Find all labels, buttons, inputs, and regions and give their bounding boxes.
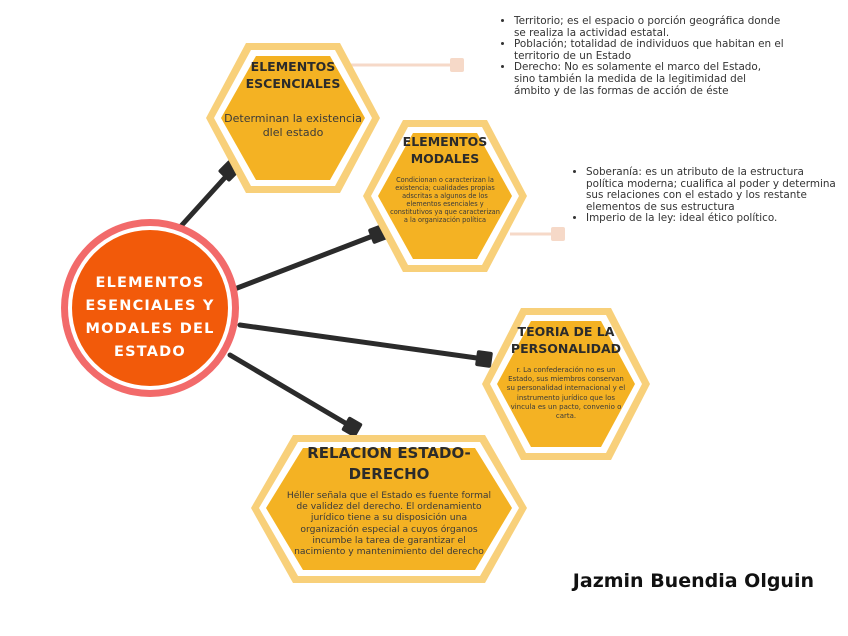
relacion-body: Héller señala que el Estado es fuente fo… <box>286 490 492 558</box>
esenciales-body: Determinan la existencia dlel estado <box>224 112 362 139</box>
relacion-title: RELACION ESTADO-DERECHO <box>307 444 471 483</box>
center-title: ELEMENTOS ESENCIALES Y MODALES DEL ESTAD… <box>85 275 215 360</box>
connector-relacion-end <box>341 416 363 438</box>
hex-personalidad[interactable] <box>482 308 650 460</box>
note-item: Territorio; es el espacio o porción geog… <box>514 15 784 39</box>
author-name: Jazmin Buendia Olguin <box>572 570 814 592</box>
notes-modales: Soberanía: es un atributo de la estructu… <box>570 166 840 225</box>
connector-relacion <box>227 352 355 430</box>
connector-personalidad-end <box>475 350 493 368</box>
note-item: Población; totalidad de individuos que h… <box>514 38 784 62</box>
modales-body: Condicionan o caracterizan la existencia… <box>390 176 500 224</box>
note-item: Derecho: No es solamente el marco del Es… <box>514 62 784 97</box>
connector-modales <box>229 231 381 293</box>
hex-esenciales[interactable] <box>206 43 380 193</box>
note-item: Soberanía: es un atributo de la estructu… <box>586 166 840 213</box>
hex-relacion[interactable] <box>251 435 527 583</box>
center-node[interactable] <box>61 219 239 397</box>
connector-personalidad <box>237 322 487 362</box>
hex-modales[interactable] <box>363 120 527 272</box>
note-marker-modales <box>551 227 565 241</box>
note-marker-esenciales <box>450 58 464 72</box>
esenciales-title: ELEMENTOS ESCENCIALES <box>245 59 341 91</box>
personalidad-title: TEORIA DE LA PERSONALIDAD <box>510 324 622 356</box>
personalidad-body: r. La confederación no es un Estado, sus… <box>506 366 626 421</box>
notes-esenciales: Territorio; es el espacio o porción geog… <box>498 15 784 97</box>
note-item: Imperio de la ley: ideal ético político. <box>586 213 840 225</box>
modales-title: ELEMENTOS MODALES <box>402 134 488 166</box>
